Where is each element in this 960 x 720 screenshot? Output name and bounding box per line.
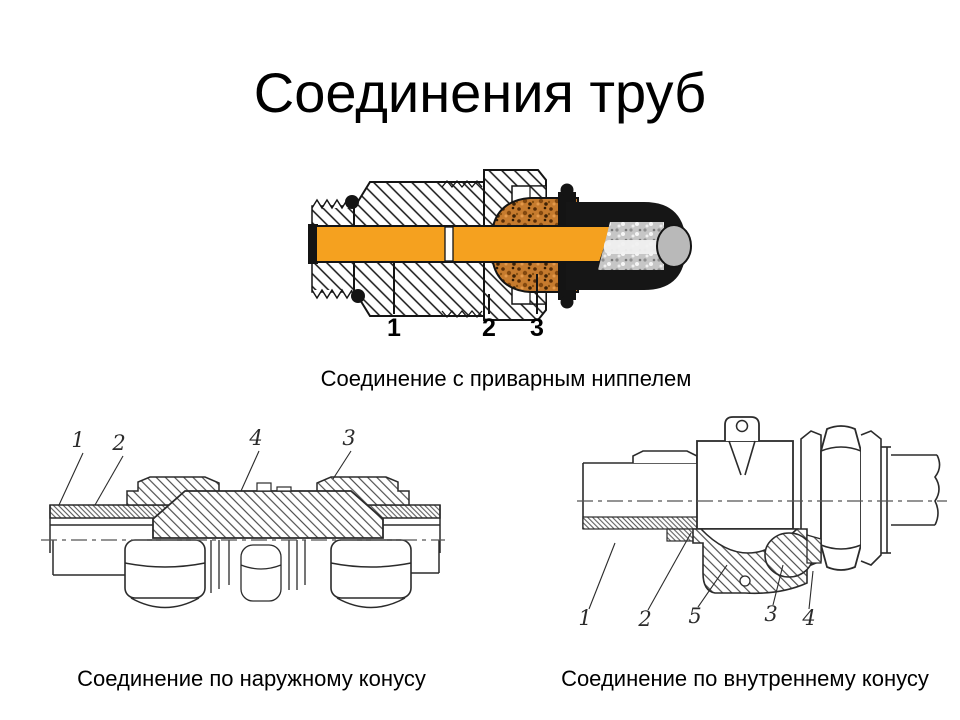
hex-nut-right [330,539,412,609]
seat-hole [739,575,751,587]
inner-cone-diagram: 1 2 5 3 4 [577,416,947,631]
welded-nipple-diagram: 1 2 3 [308,169,692,340]
caption-inner-cone: Соединение по внутреннему конусу [561,666,929,691]
callout-3: 3 [764,602,777,626]
callout-4: 4 [248,426,262,450]
callout-3: 3 [530,314,544,340]
callout-2: 2 [637,607,651,631]
union-body [152,490,384,539]
outer-cone-leaders [58,450,352,506]
inner-pipe [598,222,692,270]
callout-1: 1 [387,314,401,340]
pipe-tip [656,224,692,268]
hex-nut-left [124,539,206,609]
inner-cone-leaders [588,532,814,611]
tube [308,224,614,264]
fitting-body [696,416,794,530]
callout-4: 4 [801,606,815,630]
pipe-right [891,454,941,526]
o-ring-bottom [351,289,365,303]
body-hole [735,419,749,433]
cone-bulb [764,532,814,578]
center-spigot [210,540,306,602]
callout-3: 3 [342,426,355,450]
caption-outer-cone: Соединение по наружному конусу [77,666,426,691]
cone-seat-section [692,528,822,595]
pipe-sleeve [632,450,698,463]
welded-nipple-callouts [393,262,538,314]
o-ring-top [345,195,359,209]
page-title: Соединения труб [253,61,707,124]
tube-joint-gap [444,226,454,262]
callout-2: 2 [111,431,125,455]
outer-cone-diagram: 1 2 4 3 [41,426,445,609]
callout-5: 5 [688,604,701,628]
pipe-ends [52,540,440,576]
callout-2: 2 [482,314,496,340]
callout-1: 1 [71,428,84,452]
callout-1: 1 [578,606,591,630]
caption-welded-nipple: Соединение с приварным ниппелем [320,366,692,391]
